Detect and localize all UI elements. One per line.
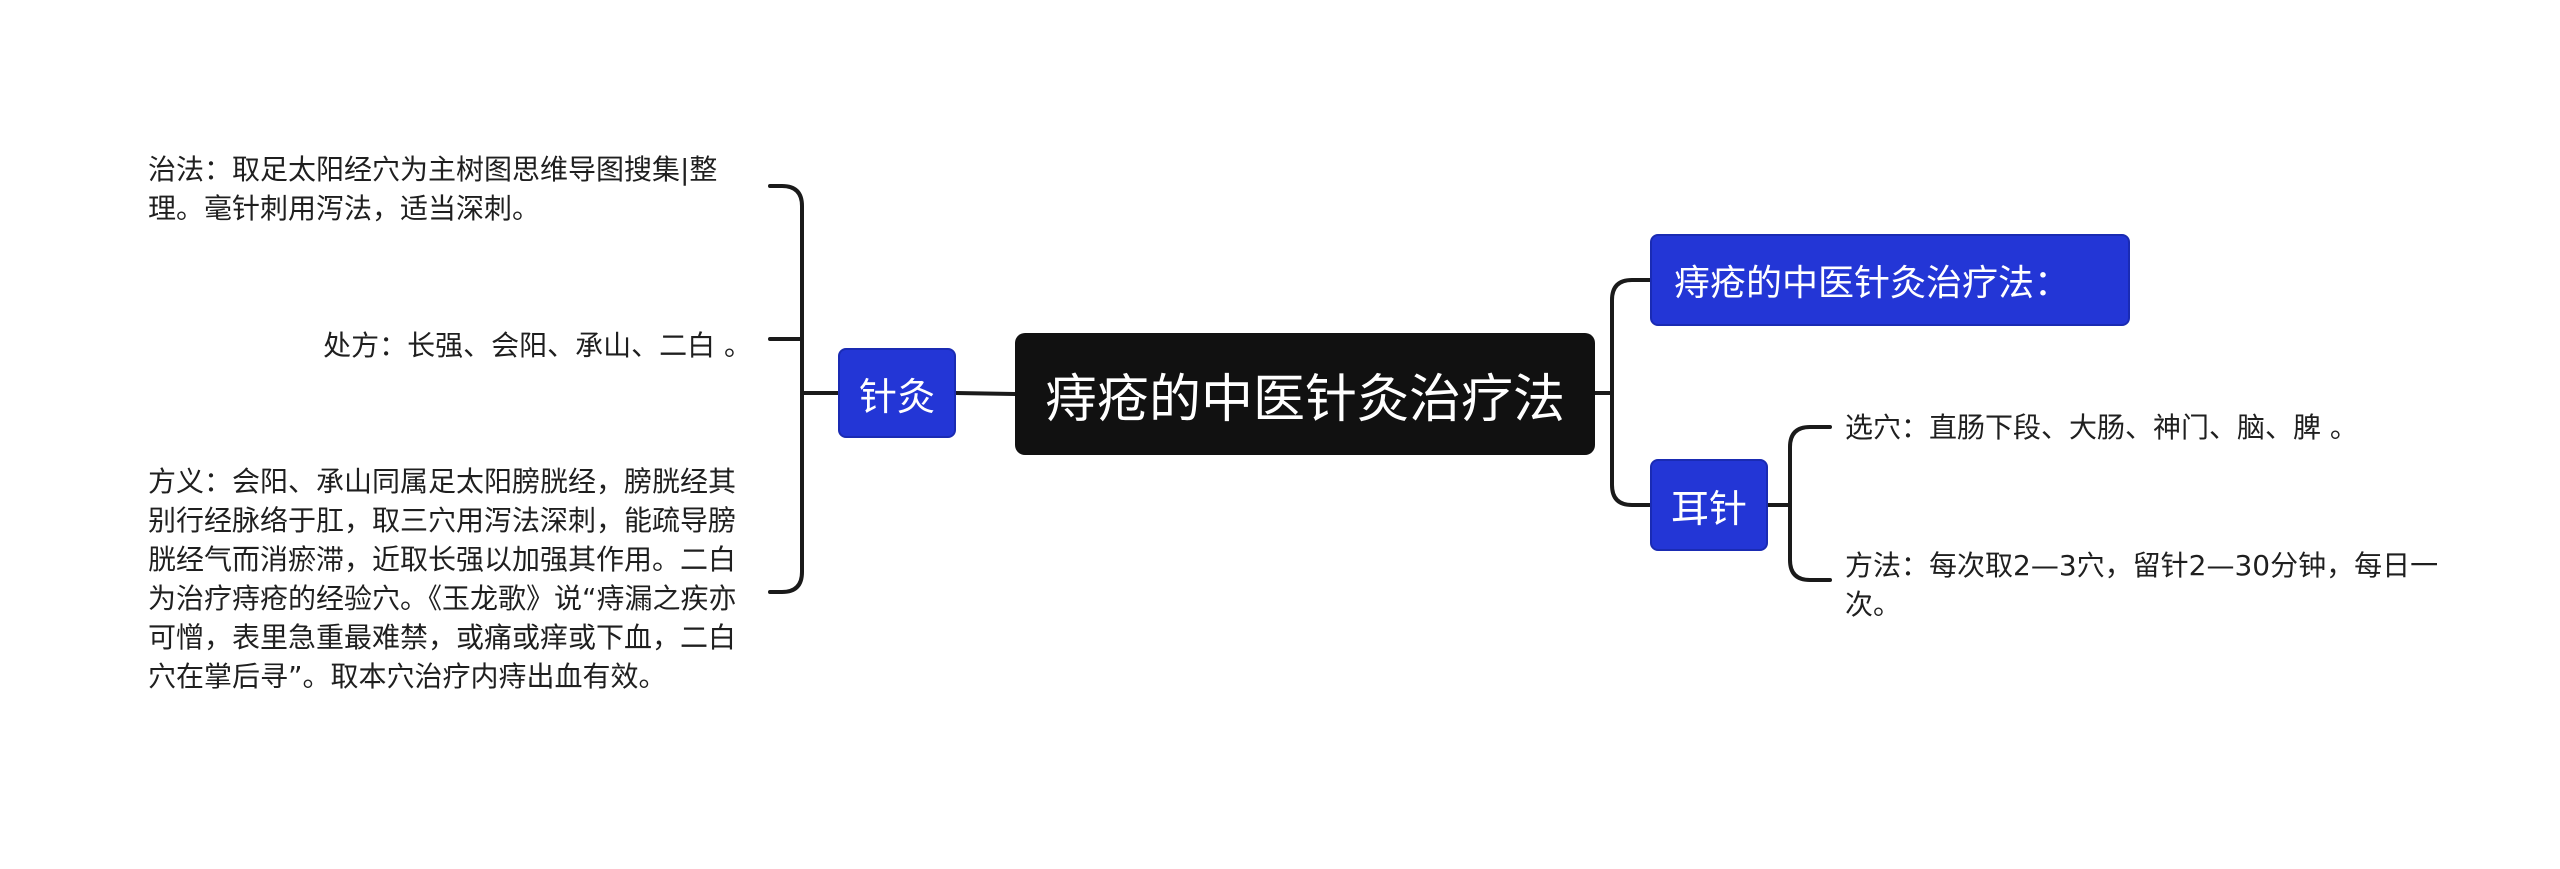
branch-treatment-title-label: 痔疮的中医针灸治疗法： xyxy=(1674,263,2071,304)
branch-ear-needle[interactable]: 耳针 xyxy=(1650,459,1768,551)
connector-right-bracket xyxy=(1610,278,1652,507)
leaf-explanation[interactable]: 方义：会阳、承山同属足太阳膀胱经，膀胱经其别行经脉络于肛，取三穴用泻法深刺，能疏… xyxy=(148,462,762,696)
root-node[interactable]: 痔疮的中医针灸治疗法 xyxy=(1015,333,1595,455)
leaf-prescription[interactable]: 处方：长强、会阳、承山、二白 。 xyxy=(148,326,752,365)
branch-ear-needle-label: 耳针 xyxy=(1670,486,1747,531)
branch-acupuncture-label: 针灸 xyxy=(858,374,935,419)
leaf-explanation-text: 方义：会阳、承山同属足太阳膀胱经，膀胱经其别行经脉络于肛，取三穴用泻法深刺，能疏… xyxy=(148,465,737,693)
leaf-treatment-method[interactable]: 治法：取足太阳经穴为主树图思维导图搜集|整理。毫针刺用泻法，适当深刺。 xyxy=(148,150,748,228)
leaf-prescription-text: 处方：长强、会阳、承山、二白 。 xyxy=(323,329,752,362)
connector-root-left xyxy=(954,391,1017,396)
root-label: 痔疮的中医针灸治疗法 xyxy=(1044,369,1565,430)
leaf-ear-method-text: 方法：每次取2—3穴，留针2—30分钟，每日一次。 xyxy=(1845,549,2439,621)
leaf-acupoint-selection[interactable]: 选穴：直肠下段、大肠、神门、脑、脾 。 xyxy=(1845,408,2445,447)
branch-acupuncture[interactable]: 针灸 xyxy=(838,348,956,438)
leaf-treatment-method-text: 治法：取足太阳经穴为主树图思维导图搜集|整理。毫针刺用泻法，适当深刺。 xyxy=(148,153,718,225)
leaf-acupoint-selection-text: 选穴：直肠下段、大肠、神门、脑、脾 。 xyxy=(1845,411,2358,444)
connector-ear-bracket xyxy=(1766,425,1832,582)
branch-treatment-title[interactable]: 痔疮的中医针灸治疗法： xyxy=(1650,234,2130,326)
leaf-ear-method[interactable]: 方法：每次取2—3穴，留针2—30分钟，每日一次。 xyxy=(1845,546,2445,624)
